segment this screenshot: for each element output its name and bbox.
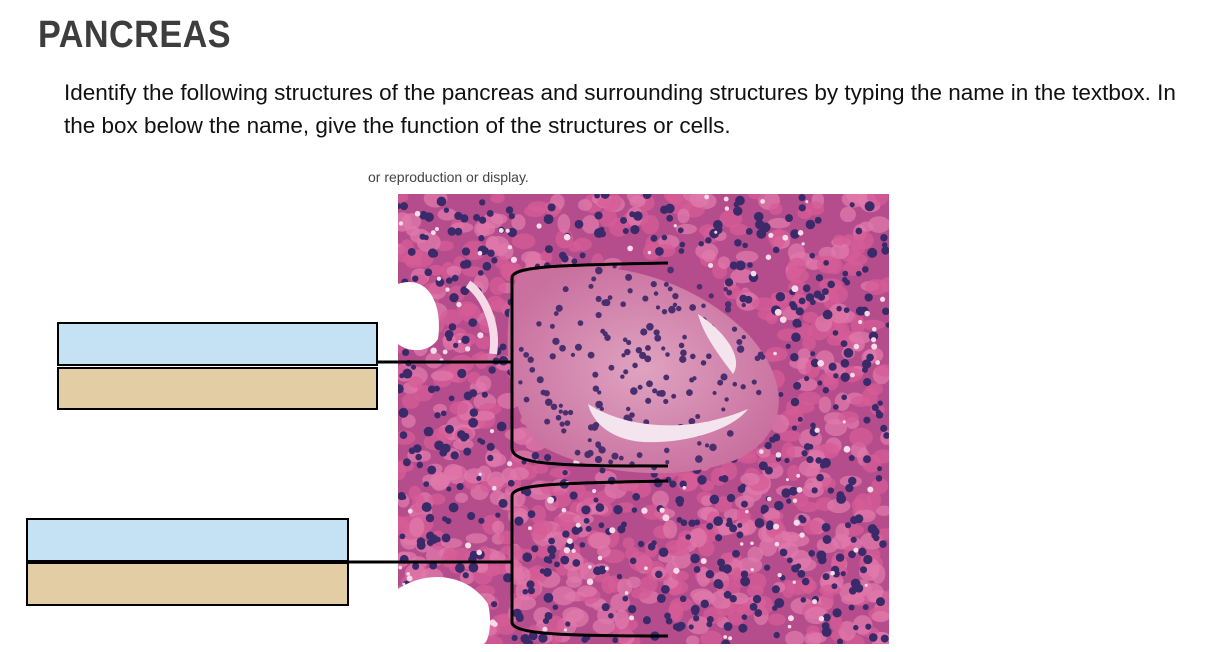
image-credit: or reproduction or display. — [368, 169, 529, 185]
page-title: PANCREAS — [38, 14, 231, 56]
structure-2-function-textbox[interactable] — [26, 562, 349, 606]
structure-1-function-textbox[interactable] — [57, 367, 378, 410]
structure-2-name-textbox[interactable] — [26, 518, 349, 562]
instructions-text: Identify the following structures of the… — [64, 80, 1176, 138]
micrograph-image — [398, 194, 889, 644]
pancreas-micrograph — [398, 194, 889, 644]
structure-1-name-textbox[interactable] — [57, 322, 378, 366]
adipose-space-lower — [398, 577, 491, 644]
adipose-space-upper — [398, 282, 439, 351]
